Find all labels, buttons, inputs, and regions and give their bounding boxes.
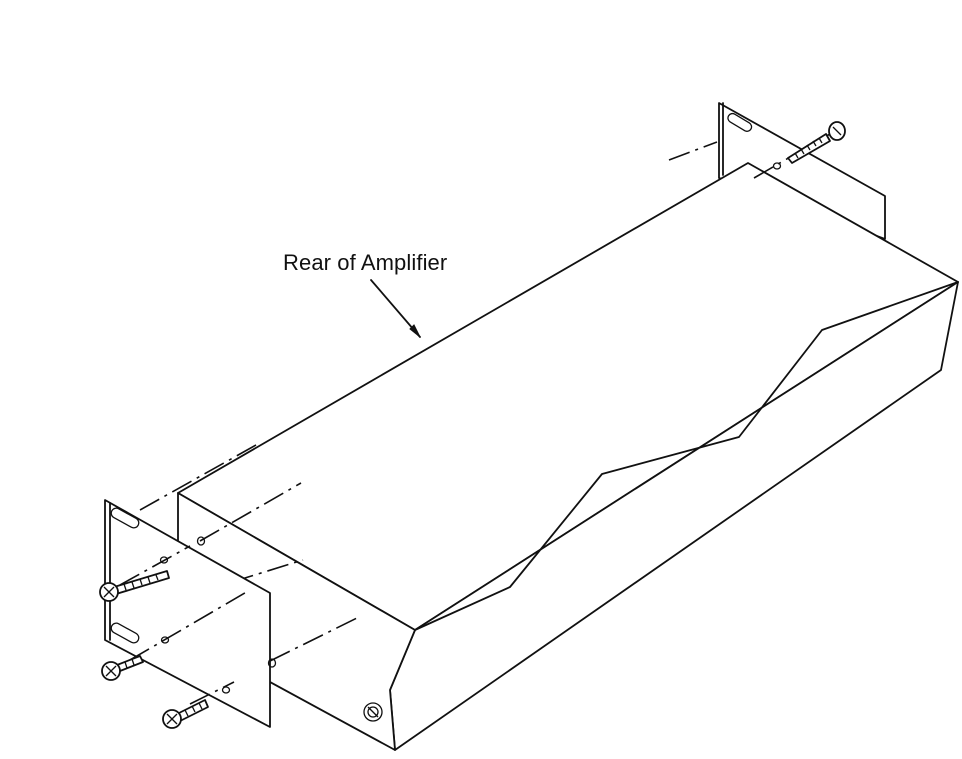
front-screw-2-icon (101, 655, 144, 681)
front-ear-hole-2 (160, 636, 170, 644)
front-ear-hole-1 (159, 556, 169, 564)
back-ear-screw-hole (772, 162, 782, 170)
callout-arrow (370, 279, 421, 338)
back-ear-alignment-line (668, 141, 718, 161)
front-ear-top-slot (110, 507, 140, 529)
back-rack-ear (718, 102, 886, 240)
front-screw-3-icon (162, 699, 209, 729)
back-ear-mounting-slot (727, 112, 753, 132)
chassis-screw-icon (363, 702, 383, 722)
front-screw-1-icon (99, 570, 170, 602)
back-screw-icon (787, 121, 846, 164)
rear-of-amplifier-label: Rear of Amplifier (283, 250, 448, 275)
front-ear-bottom-slot (110, 622, 140, 644)
amplifier-chassis (177, 162, 959, 751)
front-ear-hole-3 (221, 686, 231, 694)
